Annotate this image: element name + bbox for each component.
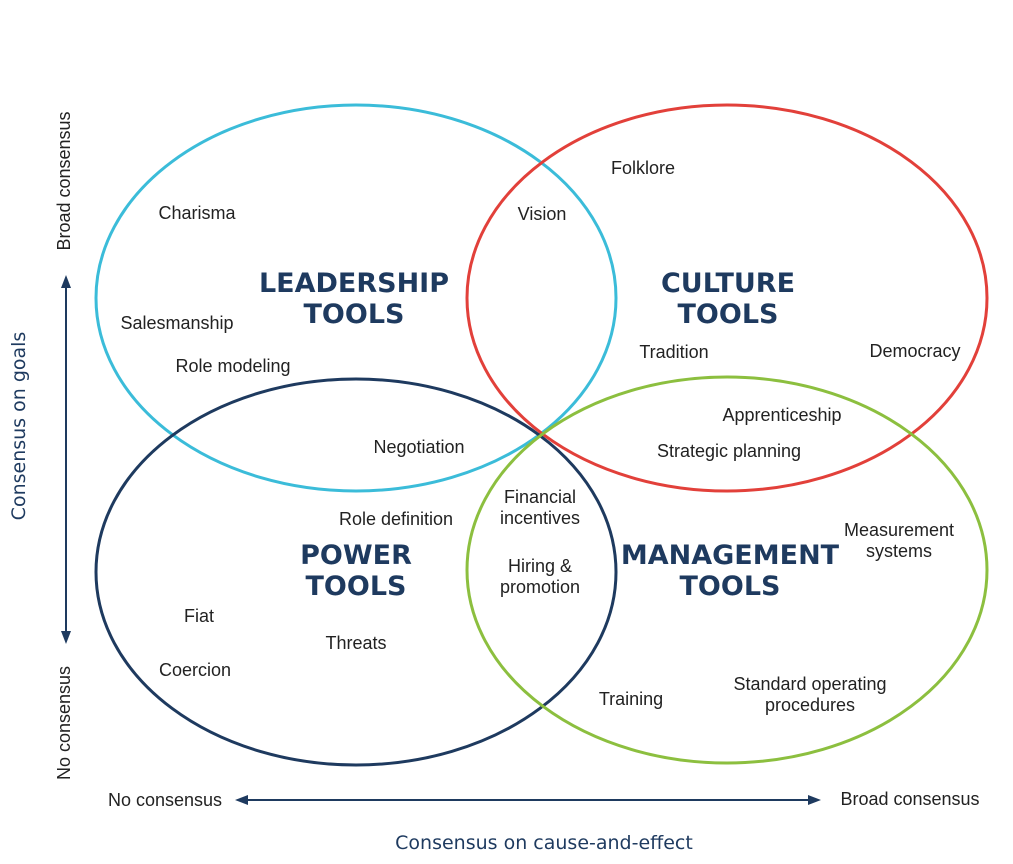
item-training: Training <box>599 689 663 709</box>
y-axis-bottom-label: No consensus <box>54 666 74 780</box>
x-axis-right-label: Broad consensus <box>840 789 979 809</box>
management-title: MANAGEMENT <box>621 540 840 571</box>
item-hiring-promotion-line2: promotion <box>500 577 580 597</box>
item-sop: Standard operating <box>733 674 886 694</box>
item-democracy: Democracy <box>869 341 960 361</box>
item-coercion: Coercion <box>159 660 231 680</box>
management-circle <box>465 375 989 765</box>
item-vision: Vision <box>518 204 567 224</box>
item-role-definition: Role definition <box>339 509 453 529</box>
item-hiring-promotion: Hiring & <box>508 556 572 576</box>
culture-title: CULTURE <box>661 268 795 299</box>
x-axis-title: Consensus on cause-and-effect <box>395 832 693 854</box>
item-measurement-systems-line2: systems <box>866 541 932 561</box>
item-threats: Threats <box>325 633 386 653</box>
y-axis-arrow-down <box>61 631 71 644</box>
leadership-title: LEADERSHIP <box>259 268 449 299</box>
item-charisma: Charisma <box>158 203 236 223</box>
item-measurement-systems: Measurement <box>844 520 954 540</box>
y-axis-top-label: Broad consensus <box>54 111 74 250</box>
item-strategic-planning: Strategic planning <box>657 441 801 461</box>
culture-circle <box>465 103 989 493</box>
power-title: POWER <box>300 540 412 571</box>
leadership-title-line2: TOOLS <box>304 299 405 330</box>
item-financial-incentives-line2: incentives <box>500 508 580 528</box>
leadership-circle <box>94 103 618 493</box>
item-financial-incentives: Financial <box>504 487 576 507</box>
x-axis-arrow-left <box>235 795 248 805</box>
item-fiat: Fiat <box>184 606 214 626</box>
item-salesmanship: Salesmanship <box>120 313 233 333</box>
item-folklore: Folklore <box>611 158 675 178</box>
item-apprenticeship: Apprenticeship <box>722 405 841 425</box>
y-axis-title: Consensus on goals <box>8 332 30 521</box>
item-sop-line2: procedures <box>765 695 855 715</box>
item-tradition: Tradition <box>639 342 708 362</box>
x-axis-left-label: No consensus <box>108 790 222 810</box>
power-circle <box>94 377 618 767</box>
item-role-modeling: Role modeling <box>175 356 290 376</box>
culture-title-line2: TOOLS <box>678 299 779 330</box>
y-axis-arrow-up <box>61 275 71 288</box>
item-negotiation: Negotiation <box>373 437 464 457</box>
management-title-line2: TOOLS <box>680 571 781 602</box>
x-axis-arrow-right <box>808 795 821 805</box>
power-title-line2: TOOLS <box>306 571 407 602</box>
